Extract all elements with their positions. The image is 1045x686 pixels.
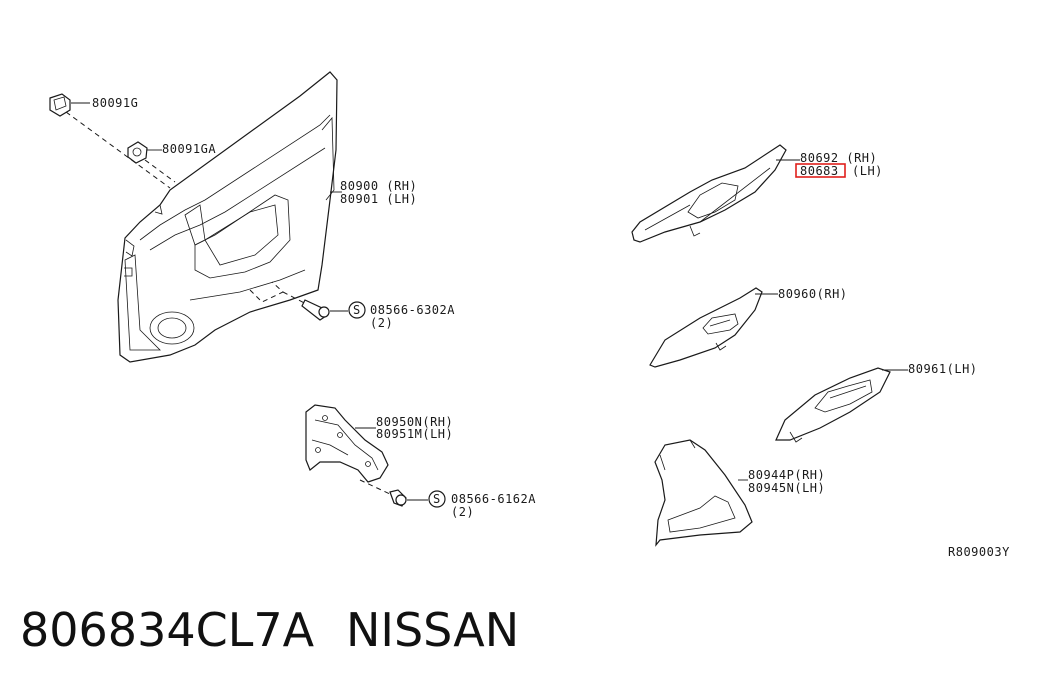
clip-80091g-part bbox=[49, 93, 90, 117]
callout-6162a-qty: (2) bbox=[451, 505, 474, 519]
door-trim-panel bbox=[117, 71, 338, 363]
callout-6302a-qty: (2) bbox=[370, 316, 393, 330]
part-number-title: 806834CL7A bbox=[20, 603, 315, 657]
assembly-dashes bbox=[65, 111, 393, 496]
callout-80951m: 80951M(LH) bbox=[376, 427, 453, 441]
callout-80944p: 80944P(RH) bbox=[748, 468, 825, 482]
screw-symbol-icon: S bbox=[348, 301, 366, 319]
callout-80901: 80901 (LH) bbox=[340, 192, 417, 206]
callout-08566-6162a: 08566-6162A bbox=[451, 492, 536, 506]
screw-symbol-icon-2: S bbox=[428, 490, 446, 508]
callout-80692: 80692 (RH) bbox=[800, 151, 877, 165]
svg-text:S: S bbox=[433, 492, 441, 506]
finisher-80961-part bbox=[775, 367, 908, 443]
svg-text:S: S bbox=[353, 303, 361, 317]
clip-80091ga-part bbox=[127, 141, 162, 164]
callout-80961: 80961(LH) bbox=[908, 362, 978, 376]
callout-80683-side: (LH) bbox=[852, 164, 883, 178]
callout-80683: 80683 bbox=[800, 164, 839, 178]
screw-6302a-part bbox=[301, 299, 348, 321]
callout-80950n: 80950N(RH) bbox=[376, 415, 453, 429]
callout-80091ga: 80091GA bbox=[162, 142, 216, 156]
finisher-80692-part bbox=[631, 144, 800, 243]
callout-80945n: 80945N(LH) bbox=[748, 481, 825, 495]
bracket-part bbox=[305, 404, 389, 483]
highlight-80683 bbox=[795, 163, 846, 178]
callout-80900: 80900 (RH) bbox=[340, 179, 417, 193]
callout-08566-6302a: 08566-6302A bbox=[370, 303, 455, 317]
brand-title: NISSAN bbox=[346, 603, 519, 657]
screw-6162a-part bbox=[389, 489, 428, 507]
callout-80091g: 80091G bbox=[92, 96, 138, 110]
diagram-reference: R809003Y bbox=[948, 545, 1010, 559]
callout-80960: 80960(RH) bbox=[778, 287, 848, 301]
trim-80944-part bbox=[654, 439, 753, 547]
finisher-80960-part bbox=[649, 287, 778, 368]
